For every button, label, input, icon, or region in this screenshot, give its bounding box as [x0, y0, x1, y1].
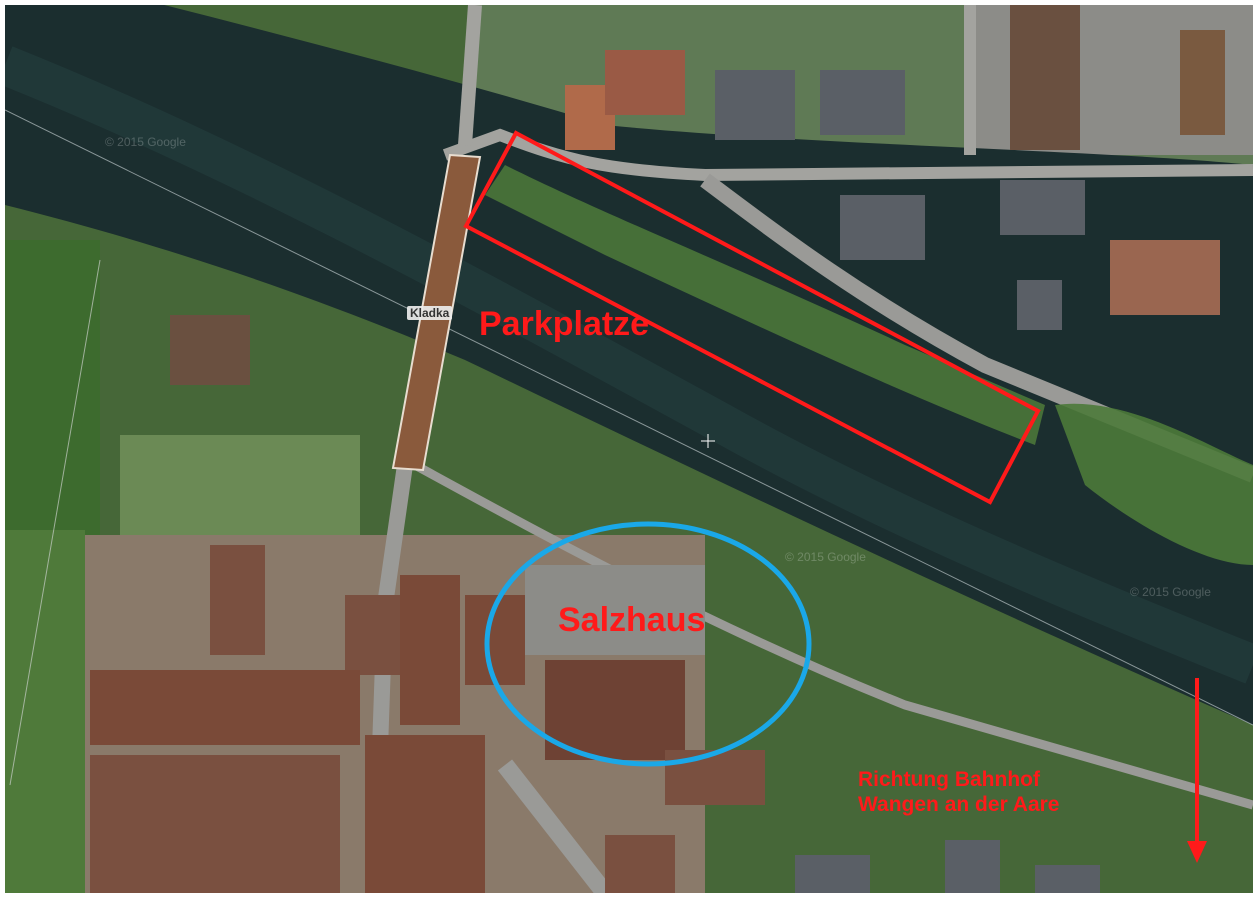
parkplatze-outline — [463, 130, 1041, 505]
tree-line-north — [485, 165, 1045, 445]
salzhaus-outline — [484, 521, 812, 767]
satellite-map[interactable]: © 2015 Google © 2015 Google © 2015 Googl… — [5, 5, 1253, 893]
building — [840, 195, 925, 260]
building — [945, 840, 1000, 893]
building — [170, 315, 250, 385]
building-row — [365, 735, 485, 893]
river-channel — [5, 46, 1253, 684]
building — [605, 50, 685, 115]
direction-label: Richtung Bahnhof Wangen an der Aare — [858, 767, 1060, 817]
building — [715, 70, 795, 140]
road-north-bridge — [458, 5, 482, 146]
map-watermark: © 2015 Google — [105, 135, 186, 149]
building-row — [90, 670, 360, 745]
bridge-label: Kladka — [407, 306, 453, 320]
park-area — [120, 435, 360, 535]
salzhaus-building — [545, 660, 685, 760]
field-west — [5, 240, 100, 540]
direction-line-1: Richtung Bahnhof — [858, 768, 1040, 791]
building — [210, 545, 265, 655]
power-line-west — [9, 259, 101, 786]
building — [400, 575, 460, 725]
building-row — [90, 755, 340, 893]
map-watermark: © 2015 Google — [785, 550, 866, 564]
power-line — [5, 109, 1253, 726]
building — [820, 70, 905, 135]
building — [795, 855, 870, 893]
trees-east — [1055, 403, 1253, 565]
building — [1017, 280, 1062, 330]
arrow-down-icon — [1187, 678, 1207, 863]
building — [1180, 30, 1225, 135]
building — [1110, 240, 1220, 315]
map-watermark: © 2015 Google — [1130, 585, 1211, 599]
salzhaus-label: Salzhaus — [558, 601, 706, 639]
field-southwest — [5, 530, 85, 893]
parkplatze-label: Parkplatze — [479, 305, 650, 343]
parking-lot-salzhaus — [525, 565, 705, 655]
direction-line-2: Wangen an der Aare — [858, 793, 1060, 816]
road-town — [497, 759, 613, 893]
road-riverside-north — [700, 173, 1253, 483]
building — [1000, 180, 1085, 235]
map-imagery — [5, 5, 1253, 893]
building — [1010, 5, 1080, 150]
crosshair-icon — [701, 434, 715, 448]
building — [1035, 865, 1100, 893]
building — [665, 750, 765, 805]
building — [605, 835, 675, 893]
road-north — [442, 128, 1253, 182]
